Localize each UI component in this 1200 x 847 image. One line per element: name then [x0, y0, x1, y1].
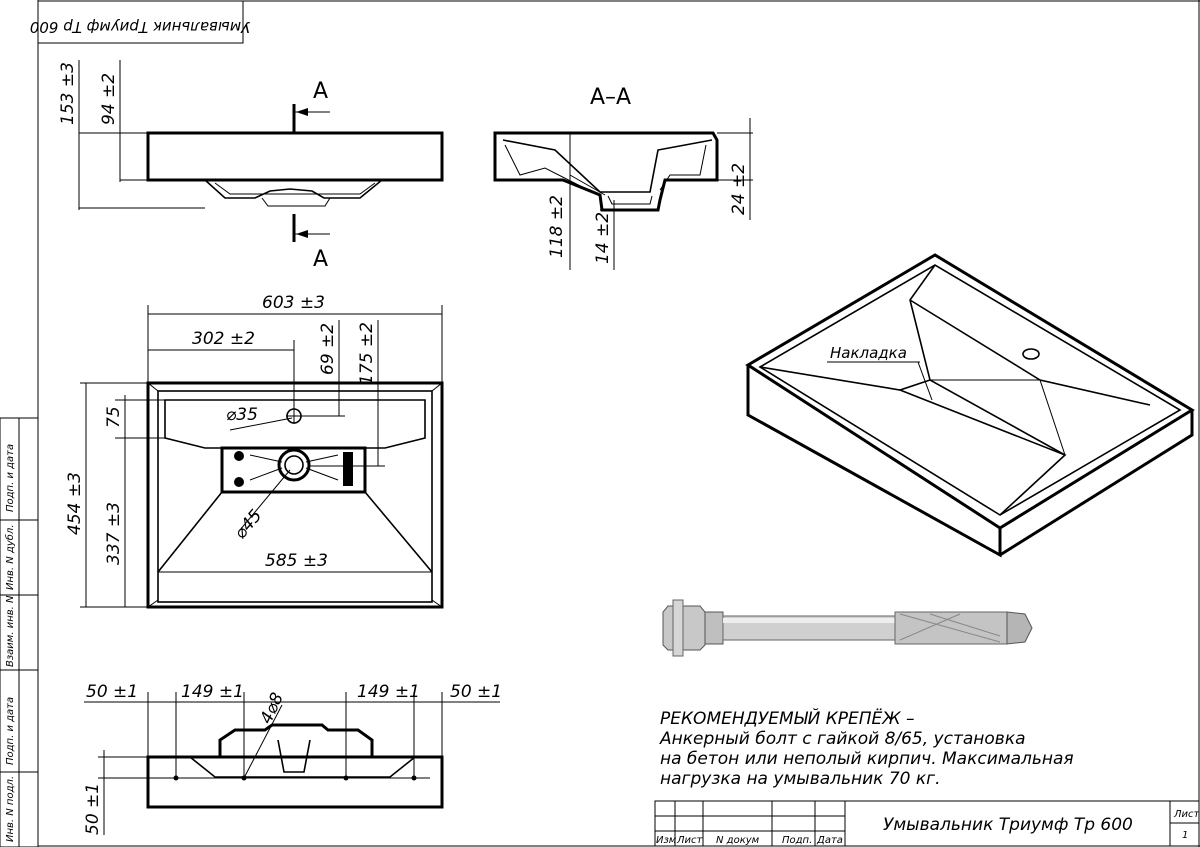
left-side-stamp: Подп. и дата Инв. N дубл. Взаим. инв. N …: [0, 417, 39, 847]
dim-14: 14 ±2: [593, 212, 613, 264]
tb-col-izm: Изм: [656, 835, 677, 846]
dim-94: 94 ±2: [99, 73, 119, 125]
note-line-2: Анкерный болт с гайкой 8/65, установка: [659, 729, 1026, 749]
note-line-3: на бетон или неполый кирпич. Максимальна…: [660, 749, 1074, 769]
dim-d35: ⌀35: [226, 405, 258, 425]
stamp-label-4: Подп. и дата: [5, 697, 16, 765]
section-title: А–А: [590, 85, 631, 110]
stamp-label-2: Инв. N дубл.: [4, 525, 16, 591]
title-block: Изм Лист N докум Подп. Дата Умывальник Т…: [654, 800, 1200, 847]
fastener-note: РЕКОМЕНДУЕМЫЙ КРЕПЁЖ – Анкерный болт с г…: [659, 707, 1074, 789]
tb-col-list: Лист: [676, 835, 704, 846]
tb-col-podp: Подп.: [782, 835, 812, 846]
stamp-label-5: Инв. N подл.: [5, 776, 16, 842]
bottom-view: 50 ±1 149 ±1 149 ±1 50 ±1 4⌀8 50 ±1: [83, 682, 502, 835]
top-plan-view: ⌀35 ⌀45 603 ±3 302 ±2 69 ±2 175 ±2 454 ±…: [65, 293, 444, 609]
iso-label-nakladka: Накладка: [830, 344, 907, 362]
stamp-label-3: Взаим. инв. N: [5, 595, 16, 667]
tb-drawing-title: Умывальник Триумф Тр 600: [883, 815, 1133, 835]
tb-col-data: Дата: [816, 835, 843, 846]
mirrored-stamp-text: Умывальник Триумф Тр 600: [30, 18, 250, 36]
dim-bottom-149-right: 149 ±1: [357, 682, 420, 702]
tb-sheet-label: Лист: [1173, 809, 1200, 820]
dim-69: 69 ±2: [318, 323, 338, 375]
mirrored-title-stamp: Умывальник Триумф Тр 600: [30, 0, 250, 44]
sheet-frame: [37, 0, 1200, 847]
dim-175: 175 ±2: [357, 322, 377, 385]
front-elevation-view: А А 153 ±3 94 ±2: [58, 60, 444, 272]
dim-337: 337 ±3: [104, 502, 124, 565]
section-marker-top: А: [313, 79, 328, 104]
dim-bottom-50-front: 50 ±1: [83, 783, 103, 835]
note-line-4: нагрузка на умывальник 70 кг.: [660, 769, 940, 789]
section-a-a-view: А–А 24 ±2 118 ±2 14 ±2: [493, 85, 753, 270]
dim-bottom-50-right: 50 ±1: [450, 682, 502, 702]
dim-bottom-149-left: 149 ±1: [181, 682, 244, 702]
dim-75: 75: [104, 406, 124, 428]
dim-603: 603 ±3: [262, 293, 325, 313]
dim-118: 118 ±2: [547, 195, 567, 258]
tb-col-ndokum: N докум: [716, 835, 760, 846]
dim-4-holes: 4⌀8: [256, 690, 288, 728]
dim-d45: ⌀45: [231, 506, 267, 543]
stamp-label-1: Подп. и дата: [5, 444, 16, 512]
dim-153: 153 ±3: [58, 62, 78, 125]
note-line-1: РЕКОМЕНДУЕМЫЙ КРЕПЁЖ –: [660, 707, 915, 729]
tb-sheet-number: 1: [1182, 830, 1188, 841]
dim-24: 24 ±2: [729, 163, 749, 215]
dim-585: 585 ±3: [265, 551, 328, 571]
anchor-bolt-image: [662, 599, 1033, 657]
section-marker-bottom: А: [313, 247, 328, 272]
dim-454: 454 ±3: [65, 472, 85, 535]
dim-bottom-50-left: 50 ±1: [86, 682, 138, 702]
dim-302: 302 ±2: [192, 329, 255, 349]
isometric-view: Накладка: [745, 253, 1195, 558]
